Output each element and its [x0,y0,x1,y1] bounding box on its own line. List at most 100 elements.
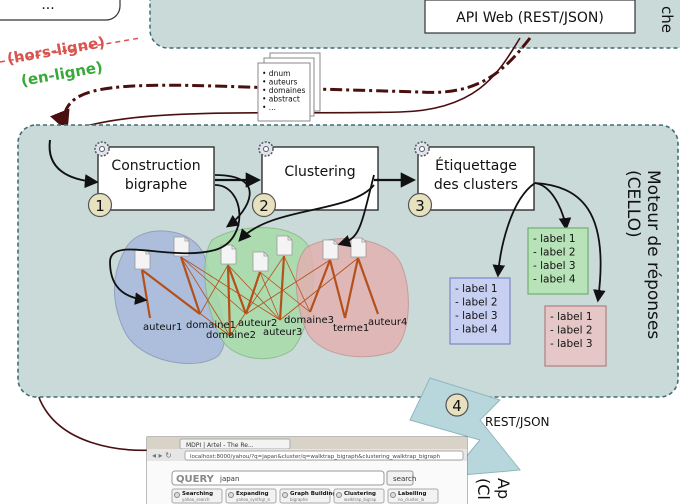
bigraph-edge [356,257,380,315]
label-item: - label 3 [550,338,593,350]
step-number-badge [87,192,113,218]
arrow-to-labels-green [534,182,572,231]
url-bar[interactable] [184,450,464,461]
label-box-green: - label 1- label 2- label 3- label 4 [527,227,589,295]
step-box-2: Clustering 2 [251,141,379,218]
engine-steps: Constructionbigraphe1Clustering2Étiquett… [87,141,535,218]
label-item: - label 3 [455,310,498,322]
query-value: japan [219,475,239,483]
document-icon [322,239,339,260]
bigraph-edge-thin [259,271,281,321]
bigraph-edge [328,259,347,319]
engine-side-label-1: Moteur de réponses [643,170,663,339]
bigraph-edge-thin [199,264,229,315]
top-right-side-label: che [658,6,676,33]
cluster-red [295,238,409,358]
browser-step-title: Graph Building [290,491,336,497]
bigraph-edge [244,271,262,315]
gear-icon [94,141,110,157]
browser-step-sub: yahoo_search [182,497,210,502]
top-right-panel: API Web (REST/JSON) che [149,0,680,49]
gear-icon [228,492,234,498]
browser-step-sub: yahoo_synthgr_e [236,497,271,502]
api-web-label: API Web (REST/JSON) [456,10,604,26]
step-4-badge [445,393,469,417]
query-input[interactable] [171,470,385,486]
engine-side-label-2: (CELLO) [623,170,643,238]
step-number-badge [407,192,433,218]
bigraph-edge-thin [180,256,247,315]
bigraph-edge-thin [245,259,331,315]
label-boxes: - label 1- label 2- label 3- label 4- la… [449,227,607,367]
gear-icon [390,492,396,498]
search-button-label: search [393,475,416,483]
node-label-auteur3: auteur3 [263,327,302,338]
document-field: • domaines [262,86,306,95]
api-web-box [424,0,636,34]
search-button[interactable] [386,470,414,486]
browser-step-sub: bigraphe [290,497,308,502]
bigraph-edge-thin [180,256,281,321]
node-label-auteur2: auteur2 [238,318,277,329]
label-item: - label 1 [533,233,576,245]
bigraph-edge [226,264,248,315]
bigraph-edge-thin [180,256,231,337]
arrow-step2-to-cluster-red [337,174,375,248]
browser-step-title: Labelling [398,491,426,497]
bigraph-edge [226,264,232,337]
arrow-step1-to-graph-2 [214,174,251,228]
browser-tab-title: MDPI | Artel - The Re... [186,442,254,449]
browser-window: MDPI | Artel - The Re... ◂ ▸ ↻ localhost… [146,436,468,504]
document-field: • auteurs [262,78,298,87]
query-arrow [50,37,532,132]
back-icon[interactable]: ◂ ▸ ↻ [152,451,172,460]
step-4-number: 4 [452,397,462,415]
step-title-line1: Construction [111,158,200,174]
step-title-line2: des clusters [434,177,518,193]
step-title-line1: Clustering [284,164,355,180]
bigraph-edge-thin [283,255,311,313]
browser-step-title: Expanding [236,491,269,497]
gear-icon [414,141,430,157]
step-number-badge [251,192,277,218]
document-field: • abstract [262,95,300,104]
app-side-label-1: Ap [494,478,513,499]
gear-icon [174,492,180,498]
bigraph-edges [140,255,380,337]
offline-separator-line [0,37,141,63]
arrow-step2-to-clusters [238,184,375,242]
bigraph-edge [179,256,202,315]
rest-label: REST/JSON [485,415,550,429]
browser-step-list: Searchingyahoo_searchExpandingyahoo_synt… [171,488,439,504]
document-icon [276,235,293,256]
rest-arrow-shape [409,377,521,477]
step-title-line2: bigraphe [125,177,187,193]
cluster-documents [134,235,367,272]
browser-step-title: Clustering [344,491,376,497]
node-label-domaine1: domaine1 [186,320,236,331]
label-item: - label 3 [533,260,576,272]
step-number: 2 [259,197,269,215]
document-stack [257,52,321,122]
label-item: - label 2 [550,325,593,337]
gear-icon [258,141,274,157]
step-number: 3 [415,197,425,215]
gear-icon [336,492,342,498]
arrow-to-labels-blue [492,182,536,278]
browser-step-sub: walktrap_bigrap [344,497,377,502]
node-label-auteur1: auteur1 [143,322,182,333]
label-item: - label 1 [455,283,498,295]
document-icon [350,237,367,258]
label-item: - label 4 [533,274,576,286]
label-item: - label 4 [455,324,498,336]
document-icon [252,251,269,272]
bigraph-edge [278,255,286,321]
browser-step-title: Searching [182,491,213,497]
